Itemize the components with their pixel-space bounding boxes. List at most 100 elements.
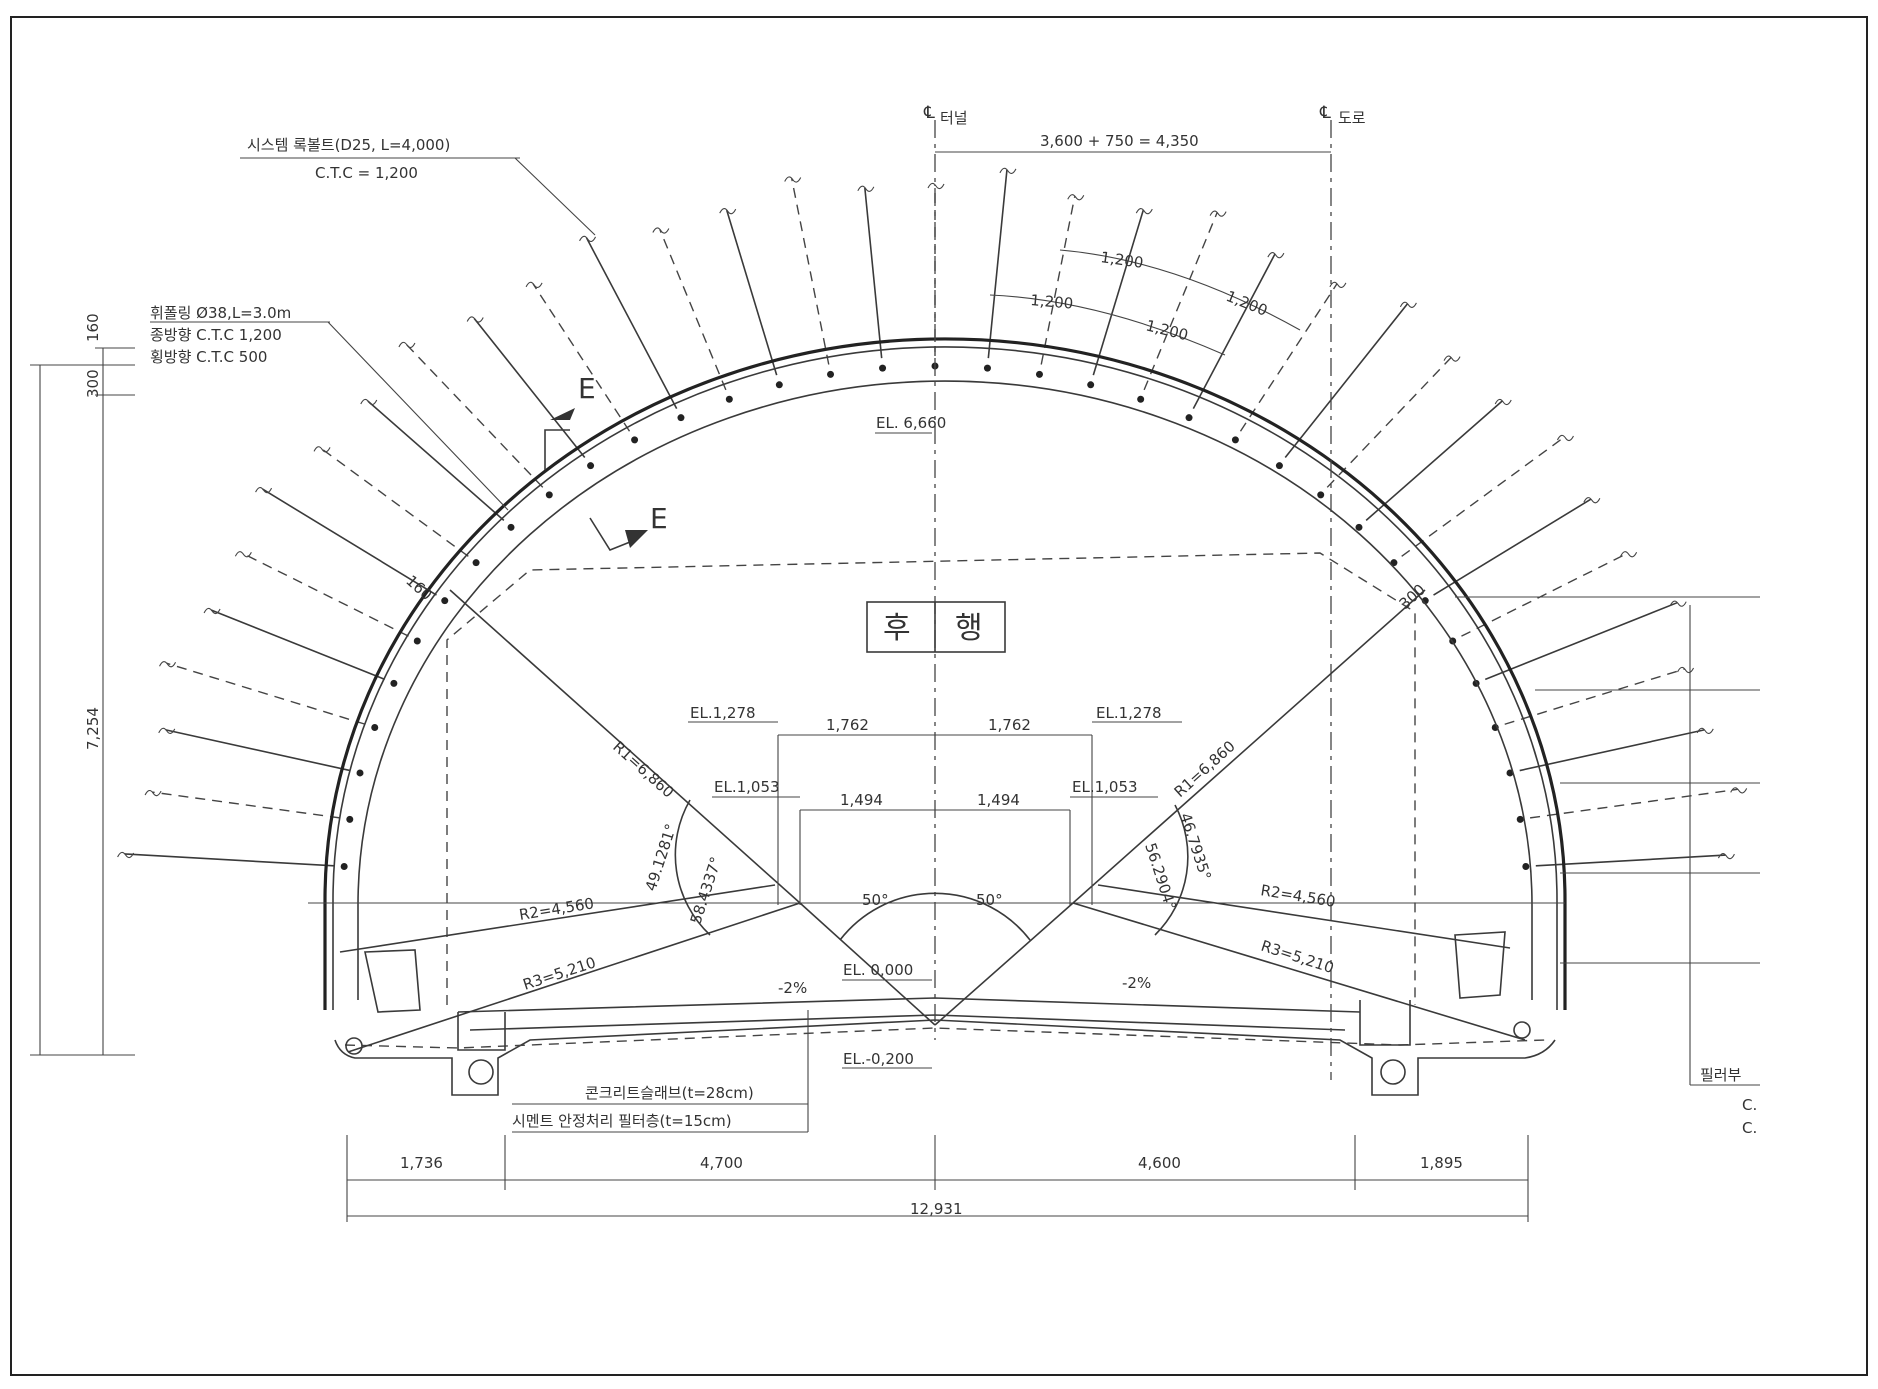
rock-bolt-head [1717,853,1735,860]
rock-bolt [367,400,505,521]
spacing-label-1: 1,200 [1099,248,1144,272]
direction-box [866,601,1006,653]
right-drain-pipe [1513,1021,1531,1039]
dim-1494-right: 1,494 [977,791,1020,809]
slope-right: -2% [1122,974,1151,992]
el-1053-left: EL.1,053 [714,778,780,796]
rock-bolt [1535,854,1726,867]
rock-bolt-leader [514,157,596,236]
angle-50-right: 50° [976,891,1003,909]
steel-rib-dot [413,637,421,645]
rock-bolt [210,609,386,681]
section-label-bottom: E [650,502,668,535]
dim-1762-right: 1,762 [988,716,1031,734]
rock-bolt [532,283,631,432]
v-left-line [799,902,936,1026]
angle-58-label: 58.4337° [687,855,726,927]
rock-bolt [725,209,778,376]
dim-1494-left: 1,494 [840,791,883,809]
r1-left-label: R1=6,860 [609,738,677,802]
rock-bolt [1484,601,1678,681]
rock-bolt-head [652,227,670,234]
cl-symbol-road: ℄ [1319,103,1331,123]
rock-bolt [659,229,727,391]
spacing-dim-arc-outer [1059,249,1301,331]
steel-rib-dot [1516,815,1524,823]
rock-bolt-head [1267,252,1285,259]
rock-bolt-head [234,551,252,558]
r2-right-label: R2=4,560 [1259,881,1336,911]
r1-left-line [449,589,801,904]
left-dim-300: 300 [84,369,102,398]
rock-bolt [1461,552,1628,637]
section-marker-bottom-arrow [625,530,648,548]
pillar-c1: C. [1742,1096,1757,1114]
rock-bolt [1192,253,1276,410]
angle-46-label: 46.7935° [1176,811,1215,883]
forepole-long: 종방향 C.T.C 1,200 [150,326,282,344]
rock-bolt [151,791,340,819]
steel-rib-dot [356,769,364,777]
el-1053-right: EL.1,053 [1072,778,1138,796]
rock-bolt-head [1209,210,1227,217]
slope-left: -2% [778,979,807,997]
steel-rib-dot [631,436,639,444]
rock-bolt-head [1677,666,1695,674]
steel-rib-dot [1506,769,1514,777]
el-zero-label: EL. 0,000 [843,961,913,979]
r3-right-line [1072,902,1526,1041]
section-marker-top [544,429,570,470]
rock-bolt [166,662,366,725]
rock-bolt [1040,196,1076,365]
rock-bolt [124,853,335,867]
angle-50-left: 50° [862,891,889,909]
section-marker-bottom [589,517,636,551]
left-dim-160: 160 [84,313,102,342]
el-1278-left: EL.1,278 [690,704,756,722]
rock-bolt-head [117,851,135,859]
steel-rib-dot [346,815,354,823]
rock-bolt-title: 시스템 록볼트(D25, L=4,000) [247,136,450,154]
steel-rib-dot [1087,381,1095,389]
el-1278-right: EL.1,278 [1096,704,1162,722]
lining-outer-arc [332,346,1558,1010]
direction-label-2: 행 [955,611,983,646]
rock-bolt [1326,357,1452,488]
rock-bolt-head [579,235,597,243]
rock-bolt-head [1730,787,1748,794]
left-angle-arc [674,799,711,936]
angle-49-label: 49.1281° [642,822,681,894]
steel-rib-dot [1185,414,1193,422]
rock-bolt [473,317,586,459]
rock-bolt-head [1696,727,1714,734]
steel-rib-dot [1355,523,1363,531]
spacing-label-4: 1,200 [1144,316,1190,344]
rock-bolt-head [158,727,176,734]
rock-bolt-head [255,487,273,494]
rock-bolt [1143,212,1218,391]
steel-rib-dot [1137,395,1145,403]
rock-bolt-head [466,316,484,323]
spacing-label-3: 1,200 [1030,291,1074,313]
right-collector-pipe [1380,1059,1406,1085]
rock-bolt [320,447,469,557]
rock-bolt [1401,436,1565,557]
slab-top-line [457,997,1361,1013]
rock-bolt [1092,209,1145,376]
spacing-label-2: 1,200 [1224,287,1271,320]
right-side-ditch [1454,931,1506,999]
forepole-leader [327,321,509,511]
lining-dim-300: 300 [1396,580,1429,613]
rock-bolt-head [1620,551,1638,558]
bottom-dim-total: 12,931 [910,1200,963,1218]
bottom-dim-1736: 1,736 [400,1154,443,1172]
section-label-top: E [578,372,596,405]
r2-left-label: R2=4,560 [518,894,595,924]
drawing-frame [10,16,1868,1376]
pillar-c2: C. [1742,1119,1757,1137]
pillar-note: 필러부 [1700,1066,1742,1084]
rock-bolt [1239,283,1338,432]
r1-right-line [1072,589,1426,904]
r1-right-label: R1=6,860 [1171,737,1239,801]
